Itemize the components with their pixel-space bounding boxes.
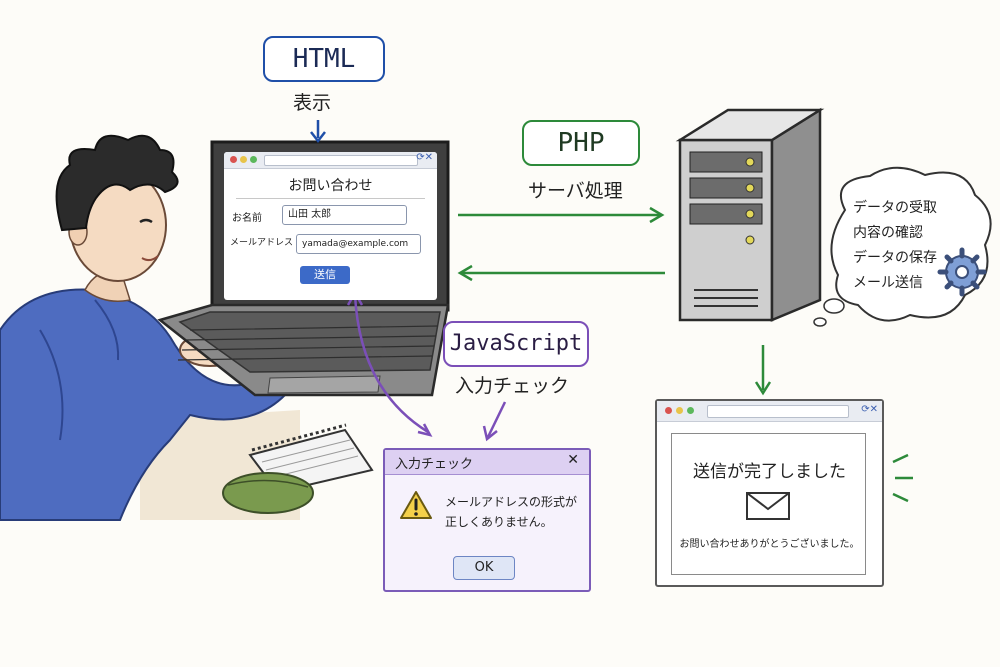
pencil-case <box>222 472 314 514</box>
close-dot-icon[interactable] <box>665 407 672 414</box>
minimize-dot-icon[interactable] <box>676 407 683 414</box>
email-input[interactable]: yamada@example.com <box>296 234 421 254</box>
maximize-dot-icon[interactable] <box>687 407 694 414</box>
completion-title: 送信が完了しました <box>693 462 846 482</box>
ok-button[interactable]: OK <box>453 556 515 580</box>
thought-bubble <box>813 166 992 327</box>
validation-dialog: 入力チェック ✕ メールアドレスの形式が 正しくありません。 OK <box>383 448 591 592</box>
php-label: PHP <box>522 120 640 166</box>
server-task: データの受取 <box>853 200 937 216</box>
minimize-dot-icon[interactable] <box>240 156 247 163</box>
name-input[interactable]: 山田 太郎 <box>282 205 407 225</box>
dialog-header: 入力チェック ✕ <box>385 450 589 475</box>
server-task-list: データの受取 内容の確認 データの保存 メール送信 <box>853 196 937 296</box>
sparkle-lines <box>892 453 913 503</box>
maximize-dot-icon[interactable] <box>250 156 257 163</box>
php-caption: サーバ処理 <box>528 180 623 202</box>
server-tower <box>675 107 825 322</box>
javascript-caption: 入力チェック <box>455 375 570 397</box>
server-task: データの保存 <box>853 250 937 266</box>
dialog-message-line2: 正しくありません。 <box>445 515 553 529</box>
browser-toolbar: ⟳✕ <box>224 152 437 169</box>
completion-window: ⟳✕ 送信が完了しました お問い合わせありがとうございました。 <box>655 399 884 587</box>
name-label: お名前 <box>232 213 262 224</box>
js-dialog-arrow <box>486 401 507 438</box>
refresh-close-icon[interactable]: ⟳✕ <box>861 404 878 415</box>
contact-form-window: ⟳✕ お問い合わせ お名前 山田 太郎 メールアドレス yamada@examp… <box>224 152 437 300</box>
server-task: メール送信 <box>853 275 923 291</box>
dialog-message: メールアドレスの形式が 正しくありません。 <box>445 492 585 532</box>
dialog-title: 入力チェック <box>395 457 474 472</box>
javascript-label: JavaScript <box>443 321 589 367</box>
js-check-arrow <box>353 294 429 434</box>
html-label: HTML <box>263 36 385 82</box>
server-task: 内容の確認 <box>853 225 923 241</box>
refresh-close-icon[interactable]: ⟳✕ <box>416 152 433 163</box>
browser-toolbar: ⟳✕ <box>657 401 882 422</box>
completion-content <box>671 433 866 575</box>
completion-message: お問い合わせありがとうございました。 <box>679 539 860 550</box>
warning-icon <box>400 491 432 519</box>
html-caption: 表示 <box>293 92 332 114</box>
envelope-icon <box>746 492 790 520</box>
form-title: お問い合わせ <box>288 178 373 194</box>
divider <box>236 198 425 199</box>
email-label: メールアドレス <box>230 238 294 248</box>
close-dot-icon[interactable] <box>230 156 237 163</box>
submit-button[interactable]: 送信 <box>300 266 350 284</box>
dialog-message-line1: メールアドレスの形式が <box>445 495 578 509</box>
address-bar[interactable] <box>264 155 418 166</box>
dialog-close-icon[interactable]: ✕ <box>567 452 579 468</box>
address-bar[interactable] <box>707 405 849 418</box>
